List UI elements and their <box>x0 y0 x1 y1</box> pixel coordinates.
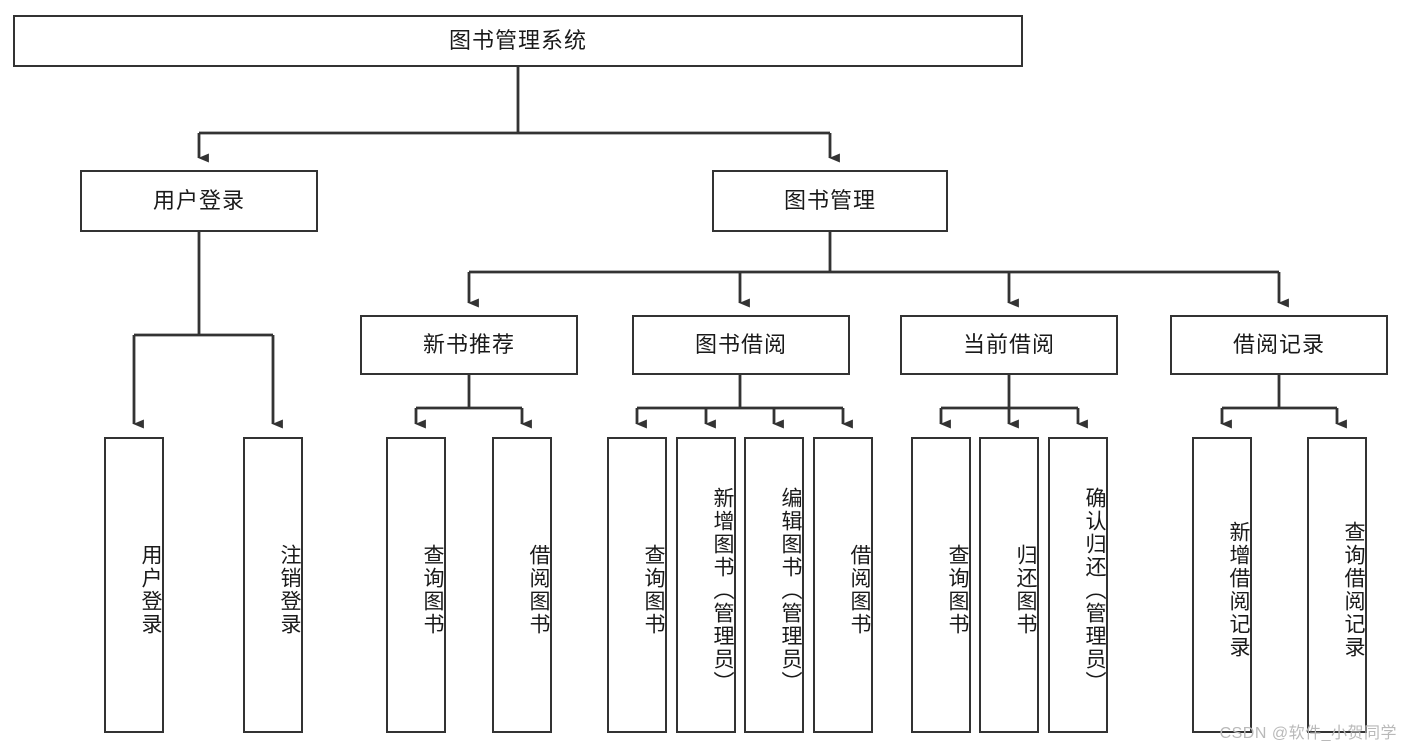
node-leaf-query-book-2-label: 查询图书 <box>642 544 665 636</box>
node-leaf-borrow-book-1-label: 借阅图书 <box>527 544 550 636</box>
node-book-borrow-label: 图书借阅 <box>694 331 787 357</box>
node-user-login-label: 用户登录 <box>152 187 245 213</box>
node-current-borrow-label: 当前借阅 <box>962 331 1055 357</box>
node-leaf-add-book-label: 新增图书（管理员） <box>711 486 734 694</box>
node-leaf-confirm-return-label: 确认归还（管理员） <box>1083 486 1106 694</box>
node-leaf-query-book-1-label: 查询图书 <box>421 544 444 636</box>
node-user-login[interactable]: 用户登录 <box>80 170 318 232</box>
node-leaf-query-record-label: 查询借阅记录 <box>1342 521 1365 659</box>
node-leaf-query-book-3-label: 查询图书 <box>946 544 969 636</box>
node-leaf-return-book[interactable]: 归还图书 <box>979 437 1039 733</box>
node-leaf-borrow-book-1[interactable]: 借阅图书 <box>492 437 552 733</box>
node-leaf-query-book-3[interactable]: 查询图书 <box>911 437 971 733</box>
node-leaf-query-record[interactable]: 查询借阅记录 <box>1307 437 1367 733</box>
node-leaf-return-book-label: 归还图书 <box>1014 544 1037 636</box>
node-root[interactable]: 图书管理系统 <box>13 15 1023 67</box>
node-book-manage[interactable]: 图书管理 <box>712 170 948 232</box>
node-book-manage-label: 图书管理 <box>783 187 876 213</box>
node-borrow-record[interactable]: 借阅记录 <box>1170 315 1388 375</box>
node-leaf-borrow-book-2-label: 借阅图书 <box>848 544 871 636</box>
node-new-book-rec-label: 新书推荐 <box>422 331 515 357</box>
watermark: CSDN @软件_小贺同学 <box>1219 725 1397 742</box>
node-leaf-edit-book-label: 编辑图书（管理员） <box>779 486 802 694</box>
node-leaf-borrow-book-2[interactable]: 借阅图书 <box>813 437 873 733</box>
node-leaf-query-book-2[interactable]: 查询图书 <box>607 437 667 733</box>
node-leaf-logout-login[interactable]: 注销登录 <box>243 437 303 733</box>
node-leaf-query-book-1[interactable]: 查询图书 <box>386 437 446 733</box>
node-current-borrow[interactable]: 当前借阅 <box>900 315 1118 375</box>
node-leaf-confirm-return[interactable]: 确认归还（管理员） <box>1048 437 1108 733</box>
node-leaf-user-login[interactable]: 用户登录 <box>104 437 164 733</box>
node-leaf-add-record[interactable]: 新增借阅记录 <box>1192 437 1252 733</box>
node-leaf-edit-book[interactable]: 编辑图书（管理员） <box>744 437 804 733</box>
node-leaf-add-book[interactable]: 新增图书（管理员） <box>676 437 736 733</box>
node-root-label: 图书管理系统 <box>448 27 587 53</box>
node-leaf-user-login-label: 用户登录 <box>139 544 162 636</box>
node-leaf-logout-login-label: 注销登录 <box>278 544 301 636</box>
node-book-borrow[interactable]: 图书借阅 <box>632 315 850 375</box>
node-leaf-add-record-label: 新增借阅记录 <box>1227 521 1250 659</box>
node-borrow-record-label: 借阅记录 <box>1232 331 1325 357</box>
node-new-book-rec[interactable]: 新书推荐 <box>360 315 578 375</box>
